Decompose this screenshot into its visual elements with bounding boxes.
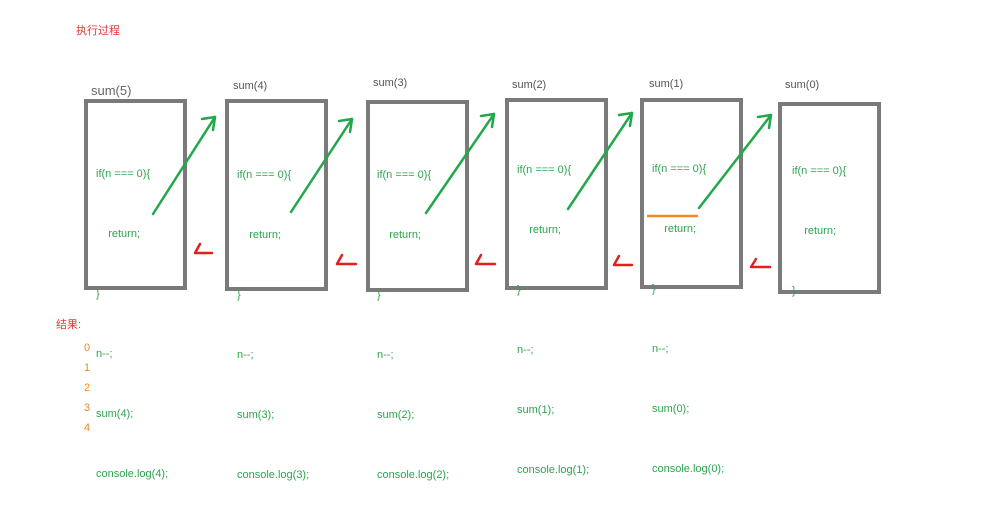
code-line: sum(3); (237, 409, 275, 421)
code-line: } (792, 285, 796, 297)
code-block-sum3: if(n === 0){ return; } n--; sum(2); cons… (377, 125, 449, 505)
code-line: if(n === 0){ (517, 164, 572, 176)
process-heading: 执行过程 (76, 25, 120, 37)
code-line: if(n === 0){ (377, 169, 432, 181)
code-line: } (652, 283, 656, 295)
call-label-sum4: sum(4) (233, 80, 268, 92)
result-item: 0 (84, 342, 91, 354)
code-line: n--; (96, 348, 113, 360)
result-list: 0 1 2 3 4 (84, 338, 90, 438)
code-line: sum(0); (652, 403, 690, 415)
code-line: if(n === 0){ (652, 163, 707, 175)
call-label-sum1: sum(1) (649, 78, 684, 90)
result-item: 3 (84, 402, 91, 414)
call-arrow-head (200, 115, 217, 132)
code-line: sum(4); (96, 408, 134, 420)
call-label-sum2: sum(2) (512, 79, 547, 91)
return-arrow-icon (193, 242, 214, 255)
result-item: 2 (84, 382, 91, 394)
code-line: sum(1); (517, 404, 555, 416)
code-line: } (377, 289, 381, 301)
code-line: return; (96, 228, 141, 240)
result-item: 1 (84, 362, 91, 374)
result-title: 结果: (56, 319, 82, 331)
return-arrow-icon (749, 257, 772, 269)
code-line: return; (237, 229, 282, 241)
code-block-sum5: if(n === 0){ return; } n--; sum(4); cons… (96, 124, 168, 504)
code-line: n--; (652, 343, 669, 355)
code-line: console.log(4); (96, 468, 169, 480)
code-line: return; (652, 223, 697, 235)
code-line: console.log(1); (517, 464, 590, 476)
return-arrow-icon (474, 253, 497, 266)
call-label-sum5: sum(5) (91, 83, 132, 98)
code-line: sum(2); (377, 409, 415, 421)
code-line: return; (377, 229, 422, 241)
code-line: n--; (517, 344, 534, 356)
code-line: n--; (377, 349, 394, 361)
code-line: console.log(0); (652, 463, 725, 475)
code-block-sum4: if(n === 0){ return; } n--; sum(3); cons… (237, 125, 309, 505)
code-line: if(n === 0){ (237, 169, 292, 181)
return-arrow-icon (335, 253, 358, 266)
code-line: } (517, 284, 521, 296)
return-arrow-icon (612, 254, 634, 267)
code-block-sum0: if(n === 0){ return; } (792, 121, 846, 321)
code-line: return; (792, 225, 837, 237)
call-label-sum3: sum(3) (373, 77, 408, 89)
call-arrow-head (617, 111, 634, 128)
code-line: } (237, 289, 241, 301)
code-line: console.log(3); (237, 469, 310, 481)
call-arrow-head (337, 117, 354, 134)
code-block-sum2: if(n === 0){ return; } n--; sum(1); cons… (517, 120, 589, 500)
call-frame-sum0 (778, 102, 881, 294)
call-label-sum0: sum(0) (785, 79, 820, 91)
code-line: if(n === 0){ (96, 168, 151, 180)
code-line: return; (517, 224, 562, 236)
code-line: console.log(2); (377, 469, 450, 481)
code-line: if(n === 0){ (792, 165, 847, 177)
call-arrow-head (756, 113, 773, 130)
result-item: 4 (84, 422, 91, 434)
code-block-sum1: if(n === 0){ return; } n--; sum(0); cons… (652, 119, 724, 499)
call-arrow-head (479, 112, 496, 129)
code-line: } (96, 288, 100, 300)
code-line: n--; (237, 349, 254, 361)
